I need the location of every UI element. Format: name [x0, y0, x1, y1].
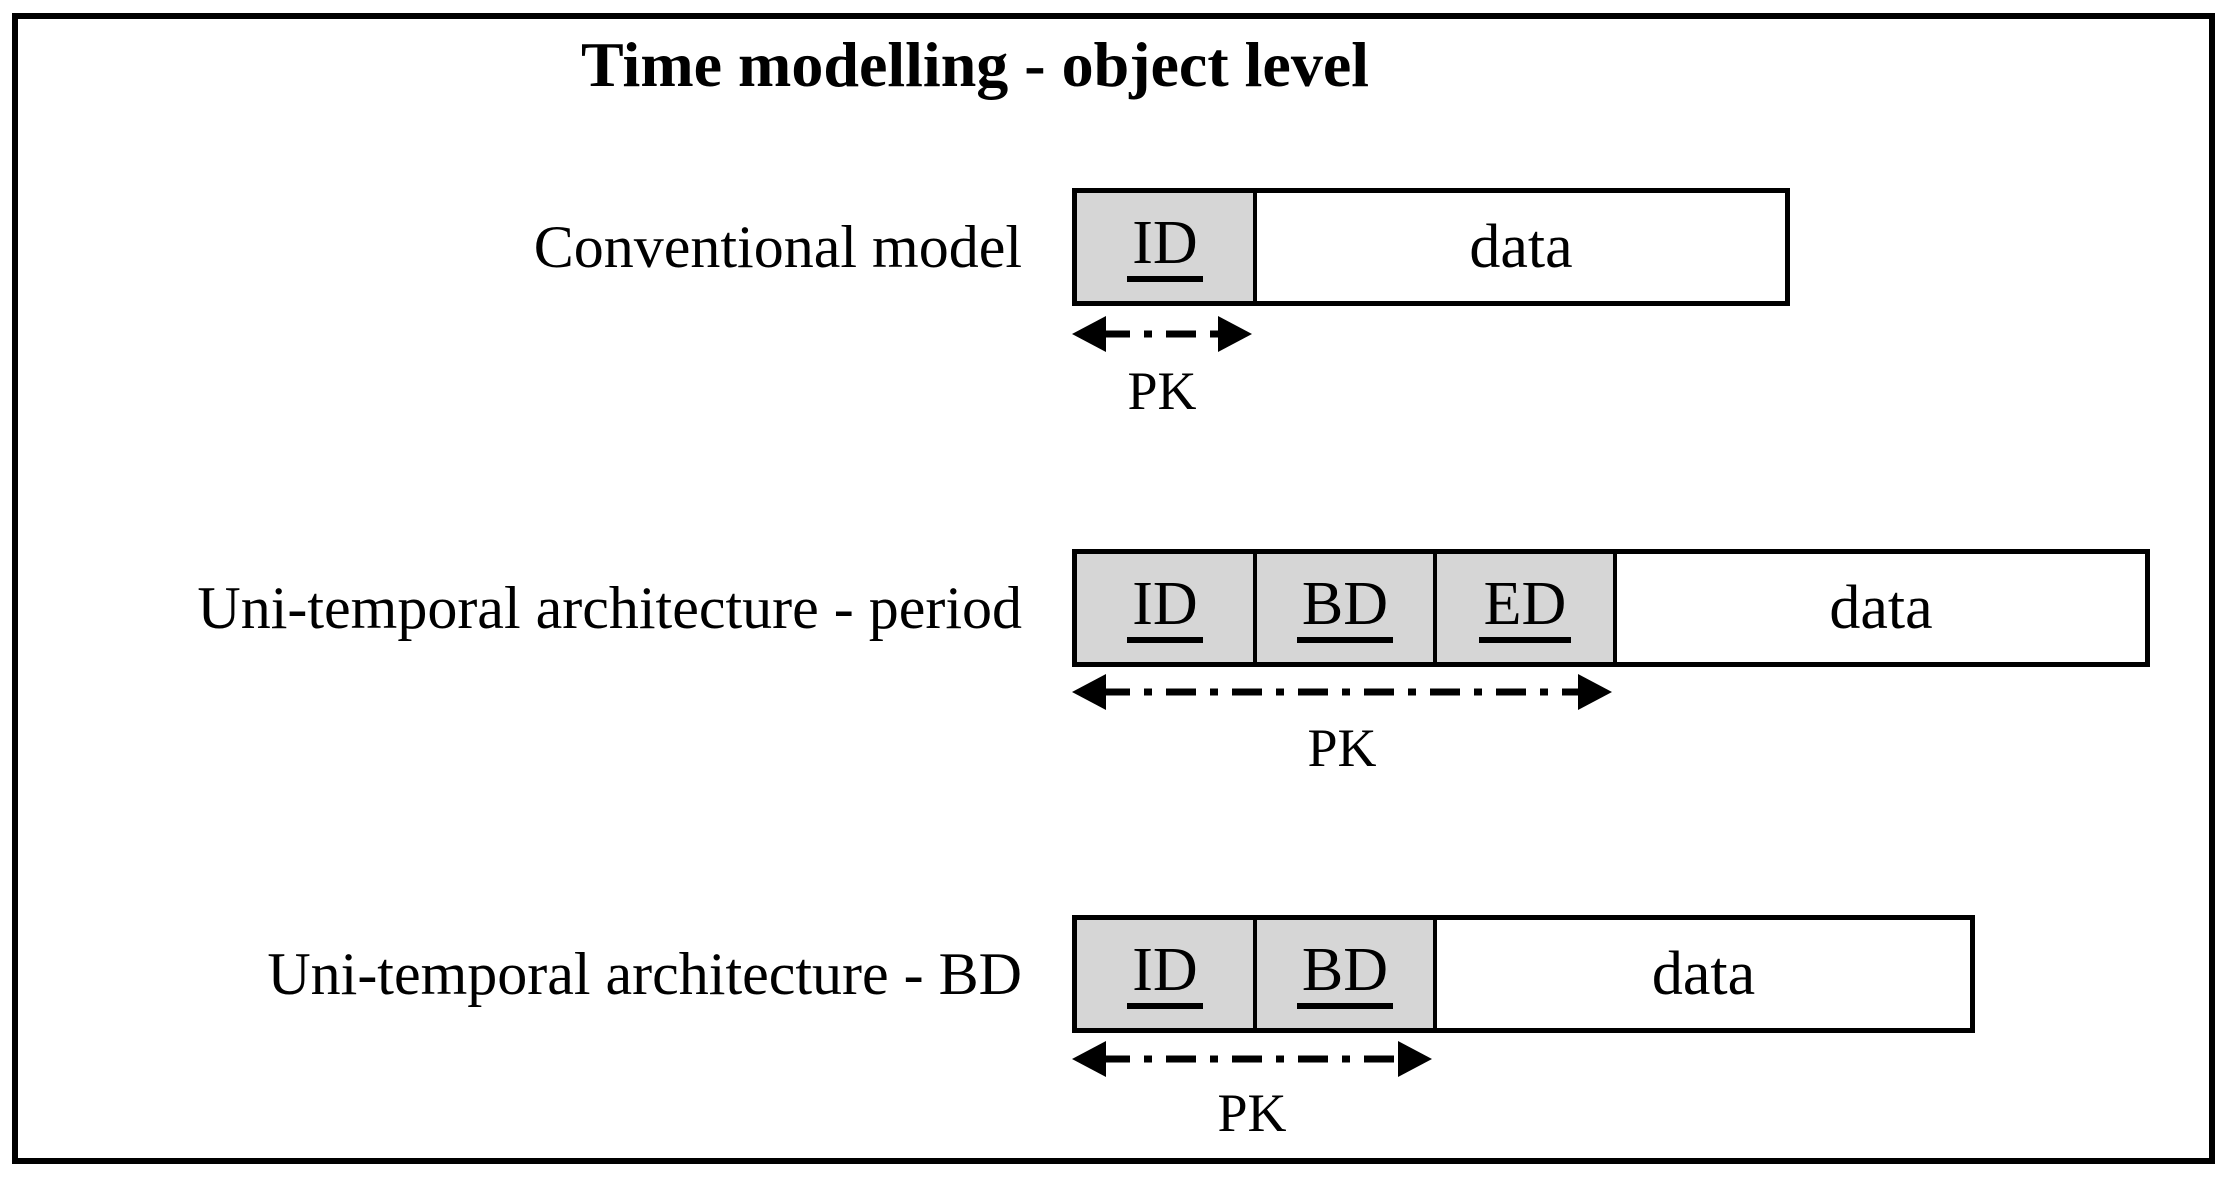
key-cell-id: ID	[1077, 193, 1257, 301]
pk-label: PK	[1307, 718, 1377, 778]
key-field-label: BD	[1296, 939, 1394, 1009]
record-box-unitemporal-bd: ID BD data	[1072, 915, 1975, 1033]
diagram-title: Time modelling - object level	[581, 29, 1369, 100]
key-cell-bd: BD	[1257, 554, 1437, 662]
key-cell-ed: ED	[1437, 554, 1617, 662]
data-cell-label: data	[1469, 213, 1573, 281]
pk-range-arrow-icon	[1072, 316, 1252, 352]
pk-label: PK	[1217, 1083, 1287, 1143]
data-cell: data	[1257, 193, 1785, 301]
key-field-label: ID	[1127, 573, 1203, 643]
pk-range-arrow-icon	[1072, 674, 1612, 710]
key-cell-bd: BD	[1257, 920, 1437, 1028]
data-cell: data	[1437, 920, 1970, 1028]
record-box-conventional: ID data	[1072, 188, 1790, 306]
key-cell-id: ID	[1077, 920, 1257, 1028]
row-label-conventional-model: Conventional model	[533, 213, 1022, 280]
row-label-unitemporal-period: Uni-temporal architecture - period	[197, 574, 1022, 641]
data-cell-label: data	[1829, 574, 1933, 642]
data-cell: data	[1617, 554, 2145, 662]
key-cell-id: ID	[1077, 554, 1257, 662]
key-field-label: ID	[1127, 212, 1203, 282]
pk-label: PK	[1127, 361, 1197, 421]
pk-range-arrow-icon	[1072, 1041, 1432, 1077]
key-field-label: BD	[1296, 573, 1394, 643]
key-field-label: ED	[1478, 573, 1572, 643]
key-field-label: ID	[1127, 939, 1203, 1009]
data-cell-label: data	[1651, 940, 1756, 1008]
row-label-unitemporal-bd: Uni-temporal architecture - BD	[267, 940, 1022, 1007]
record-box-unitemporal-period: ID BD ED data	[1072, 549, 2150, 667]
